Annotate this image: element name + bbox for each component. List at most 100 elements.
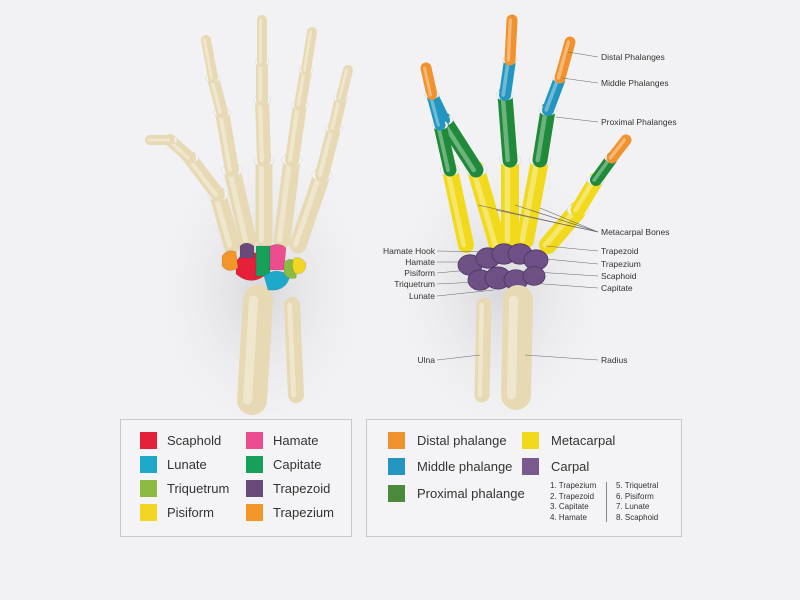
right-thumb-bone-2-highlight [573,177,596,213]
right-little-middle [426,89,446,131]
left-index-bone-3 [207,72,228,118]
right-ring-bone-1 [516,151,549,249]
callout-label-right: Middle Phalanges [601,78,669,88]
carpal-legend-item: Pisiform [140,504,214,521]
leader-line-left-4 [436,281,479,285]
right-ulna-bone-highlight [477,302,484,398]
right-index-bone-2 [436,112,484,178]
bone-type-legend-item: Carpal [522,458,589,475]
right-ring-bone-1-highlight [519,157,540,243]
left-little-bone-3-highlight [330,96,342,130]
left-ulna-bone-highlight [287,302,297,398]
left-thumb-bone-1-highlight [212,192,232,248]
leader-line-right-9 [524,354,599,361]
carpal-legend-item: Hamate [246,432,319,449]
right-little-metacarpal-highlight [445,167,467,248]
leader-line-right-5 [545,245,599,252]
leader-line-left-1 [436,250,499,253]
left-thumb-bone-2 [183,151,225,202]
left-middle-bone-2 [255,93,271,167]
left-ring-bone-3-highlight [296,68,307,107]
right-little-distal-highlight [423,66,432,97]
right-radius-bone [501,285,533,410]
legend-label: Lunate [167,457,207,472]
callout-label-right: Distal Phalanges [601,52,665,62]
left-middle-bone-2-highlight [257,97,264,163]
legend-label: Distal phalange [417,433,507,448]
right-little-metacarpal [442,162,474,253]
right-middle-bone-3 [499,54,516,101]
legend-label: Scaphold [167,433,222,448]
callout-label-right: Trapezoid [601,246,639,256]
left-radius-bone-highlight [243,295,258,405]
left-little-bone-3 [328,92,347,134]
callout-label-left: Hamate [405,257,435,267]
left-index-bone-1 [223,161,257,249]
legend-label: Trapezium [273,505,334,520]
leader-line-right-2 [561,77,599,84]
callout-label-right: Scaphoid [601,271,637,281]
left-ring-bone-4-highlight [303,30,312,72]
leader-line-right-8 [529,282,599,289]
legend-label: Middle phalange [417,459,513,474]
right-thumb-bone-4 [606,134,632,164]
left-little-bone-2 [315,121,341,182]
carpal-list-entry: 1. Trapezium [550,481,597,490]
legend-label: Pisiform [167,505,214,520]
legend-label: Carpal [551,459,590,474]
leader-line-right-6 [545,258,599,265]
right-thumb-bone-3-highlight [592,156,613,182]
left-little-bone-1 [289,166,331,254]
carpal-color-legend [120,419,352,537]
left-index-bone-2-highlight [217,109,232,173]
left-pisiform-bone [292,257,307,275]
leader-line-right-1 [567,51,599,58]
callout-label-right: Capitate [601,283,633,293]
right-little-distal [421,63,437,100]
left-little-bone-4 [336,65,353,103]
right-middle-bone-4 [504,14,518,66]
leader-line-right-3 [555,116,599,123]
leader-line-metacarpal-2 [495,209,599,233]
right-ring-bone-2 [532,102,556,168]
left-ulna-bone [284,297,304,403]
left-little-bone-2-highlight [317,125,334,178]
left-thumb-bone-1 [209,186,241,254]
left-ring-bone-4 [301,27,317,75]
legend-swatch [388,485,405,502]
legend-swatch [522,432,539,449]
left-little-bone-1-highlight [292,172,323,248]
left-thumb-bone-2-highlight [185,155,218,198]
carpal-list-entry: 2. Trapezoid [550,491,595,501]
carpal-list-entry: 4. Hamate [550,512,587,522]
carpal-legend-item: Lunate [140,456,207,473]
callout-label-left: Hamate Hook [383,246,435,256]
left-ring-bone-1 [273,151,301,249]
bone-type-legend-item: Distal phalange [388,432,507,449]
legend-swatch [246,456,263,473]
left-index-bone-1-highlight [226,167,248,243]
right-little-proximal [433,118,457,177]
legend-swatch [522,458,539,475]
right-ring-bone-4 [554,36,576,84]
legend-swatch [140,432,157,449]
right-ring-bone-3-highlight [544,76,561,112]
carpal-list-entry: 3. Capitate [550,502,589,511]
left-index-bone-4 [201,35,218,83]
carpal-list-entry: 6. Pisiform [616,491,654,501]
right-middle-bone-2-highlight [500,92,510,163]
legend-label: Metacarpal [551,433,616,448]
legend-label: Hamate [273,433,319,448]
left-ring-bone-2-highlight [287,102,300,163]
callout-label-right: Proximal Phalanges [601,117,677,127]
leader-line-right-7 [519,270,599,277]
right-middle-bone-2 [497,87,518,168]
right-middle-bone-4-highlight [506,18,513,62]
right-carpal-bone-9 [522,266,546,286]
carpal-legend-item: Trapezium [246,504,334,521]
right-middle-bone-3-highlight [501,58,511,97]
callout-label-left: Lunate [409,291,435,301]
